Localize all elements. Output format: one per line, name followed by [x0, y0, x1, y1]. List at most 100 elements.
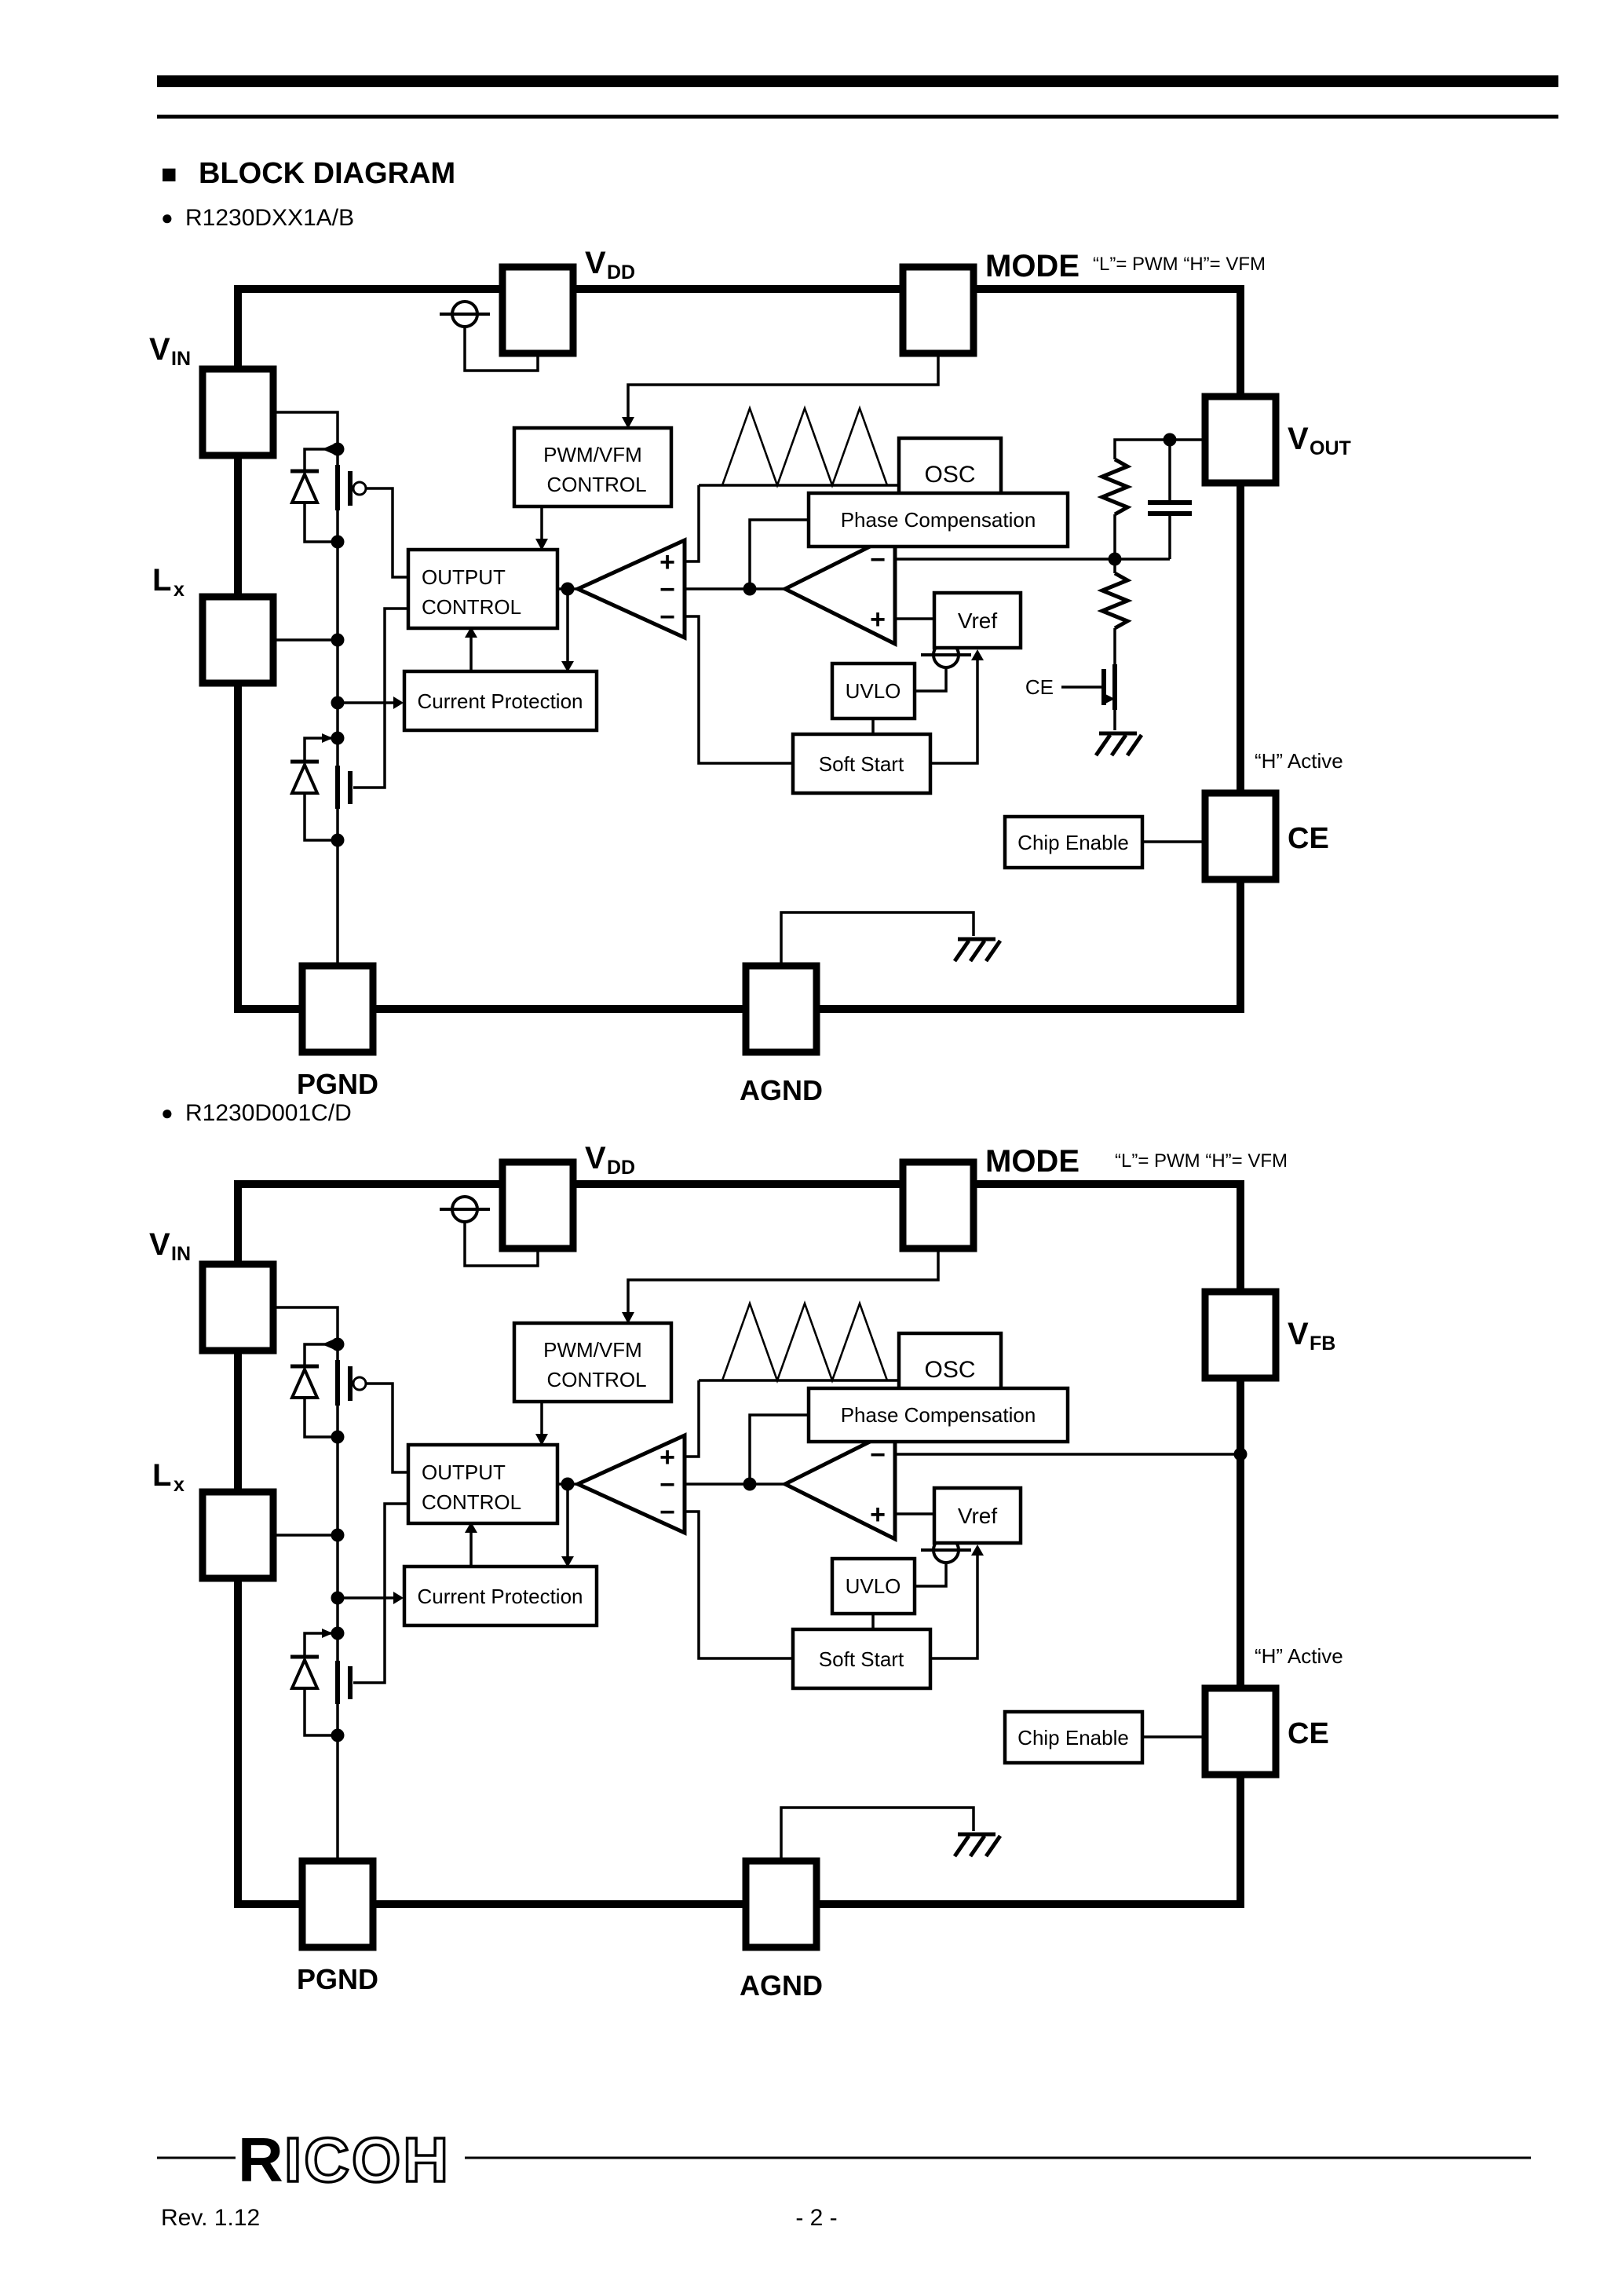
- junction-dot: [331, 731, 345, 745]
- osc-label: OSC: [924, 462, 975, 488]
- wire: [915, 667, 948, 693]
- osc-label: OSC: [924, 1357, 975, 1383]
- current-source-icon: [438, 1195, 491, 1223]
- ce-nmos-transistor-icon: [1061, 664, 1117, 710]
- page-title: BLOCK DIAGRAM: [199, 157, 455, 190]
- arrowhead: [393, 696, 404, 709]
- revision-label: Rev. 1.12: [161, 2205, 260, 2231]
- wire: [685, 1510, 793, 1660]
- current-protection-label: Current Protection: [418, 689, 583, 713]
- arrowhead: [465, 627, 477, 638]
- vref-label: Vref: [958, 609, 998, 633]
- current-protection-block: [402, 669, 599, 733]
- pin-lx: [203, 1492, 273, 1578]
- diagram2-bullet-icon: ●: [161, 1101, 174, 1124]
- vref-label: Vref: [958, 1504, 998, 1528]
- resistor-icon: [1102, 459, 1127, 514]
- arrowhead: [622, 417, 634, 429]
- output-control-label2: CONTROL: [422, 595, 521, 619]
- arrowhead: [971, 649, 984, 660]
- wire: [748, 518, 809, 589]
- junction-dot: [331, 1528, 345, 1542]
- sawtooth-waveform-icon: [721, 1300, 889, 1384]
- vdd-label-sub: DD: [607, 261, 635, 283]
- arrowhead: [561, 661, 574, 672]
- page-header: ■ BLOCK DIAGRAM ● R1230DXX1A/B: [157, 75, 1558, 231]
- arrowhead: [971, 1545, 984, 1556]
- diagram1-bullet-icon: ●: [161, 206, 174, 229]
- mode-note: “L”= PWM “H”= VFM: [1093, 254, 1266, 275]
- pwm-vfm-label: PWM/VFM: [543, 443, 642, 466]
- nmos-transistor-icon: [322, 607, 408, 809]
- wire: [780, 911, 975, 966]
- phase-compensation-block: [806, 491, 1070, 549]
- soft-start-block: [791, 732, 933, 795]
- wire: [463, 327, 539, 372]
- current-protection-label: Current Protection: [418, 1585, 583, 1608]
- body-diode-icon: [289, 1343, 338, 1439]
- output-control-label2: CONTROL: [422, 1490, 521, 1514]
- pin-lx: [203, 597, 273, 683]
- junction-dot: [331, 442, 345, 456]
- vfb-label-sub: FB: [1310, 1333, 1335, 1355]
- vdd-label-sub: DD: [607, 1157, 635, 1179]
- arrowhead: [561, 1556, 574, 1567]
- pin-vin: [203, 369, 273, 455]
- vref-block: [932, 1486, 1023, 1545]
- pwm-vfm-control-block: [512, 426, 674, 509]
- plus-sign: +: [659, 1442, 675, 1472]
- lx-label: L: [152, 563, 171, 598]
- wire: [463, 1222, 539, 1267]
- pin-ce: [1205, 1688, 1276, 1775]
- agnd-label: AGND: [740, 1074, 823, 1106]
- junction-dot: [1108, 552, 1122, 566]
- soft-start-block: [791, 1627, 933, 1691]
- error-amplifier: [780, 1425, 897, 1543]
- junction-dot: [331, 633, 345, 647]
- agnd-label: AGND: [740, 1969, 823, 2002]
- vin-label: V: [149, 1227, 170, 1262]
- junction-dot: [1163, 433, 1177, 447]
- chip-boundary: [234, 1180, 1244, 1908]
- pin-vdd: [502, 1162, 573, 1249]
- wire: [748, 1413, 809, 1484]
- diagram2-part-name: R1230D001C/D: [185, 1100, 352, 1126]
- arrowhead: [535, 1434, 548, 1446]
- phase-compensation-block: [806, 1386, 1070, 1444]
- uvlo-label: UVLO: [846, 1574, 901, 1598]
- output-control-block: [406, 1442, 560, 1526]
- pgnd-label: PGND: [297, 1963, 378, 1995]
- wire: [930, 660, 979, 765]
- error-amplifier: [780, 530, 897, 648]
- ground-icon: [955, 1834, 1000, 1856]
- wire: [780, 1806, 975, 1861]
- title-square-icon: ■: [161, 159, 177, 189]
- ce-pin-label: CE: [1288, 822, 1329, 855]
- output-control-block: [406, 547, 560, 631]
- arrowhead: [465, 1522, 477, 1533]
- phase-compensation-label: Phase Compensation: [841, 1403, 1036, 1427]
- chip-enable-label: Chip Enable: [1017, 1726, 1129, 1749]
- uvlo-block: [830, 1556, 917, 1616]
- wire: [1113, 438, 1205, 459]
- page-footer: R ICOH Rev. 1.12 - 2 -: [157, 2123, 1531, 2231]
- arrowhead: [535, 539, 548, 550]
- ground-icon: [1096, 733, 1142, 755]
- lx-label: L: [152, 1458, 171, 1493]
- output-control-label: OUTPUT: [422, 565, 506, 589]
- mode-label: MODE: [985, 1144, 1080, 1179]
- ground-icon: [955, 939, 1000, 961]
- plus-sign: +: [870, 605, 886, 634]
- chip-enable-label: Chip Enable: [1017, 831, 1129, 854]
- header-rule-thin: [157, 115, 1558, 119]
- wire: [685, 1380, 700, 1458]
- junction-dot: [743, 1477, 757, 1491]
- body-diode-icon: [289, 448, 338, 543]
- diagram1-part-name: R1230DXX1A/B: [185, 205, 354, 231]
- pwm-vfm-label: PWM/VFM: [543, 1338, 642, 1362]
- vout-label-sub: OUT: [1310, 437, 1351, 459]
- pmos-transistor-icon: [322, 1340, 408, 1474]
- pin-agnd: [746, 966, 816, 1052]
- pin-vfb: [1205, 1292, 1276, 1378]
- nmos-transistor-icon: [322, 1502, 408, 1704]
